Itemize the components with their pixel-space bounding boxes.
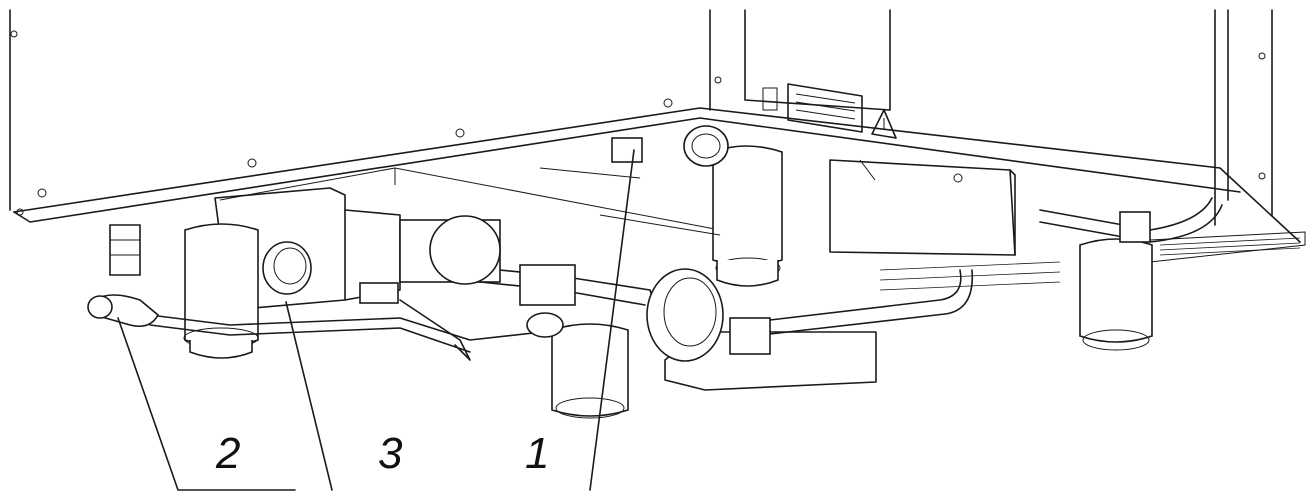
valve-cylinders xyxy=(183,125,1153,419)
leader-line-3 xyxy=(285,301,333,491)
leader-line-1 xyxy=(589,149,635,491)
callout-number-3: 3 xyxy=(378,429,403,478)
callout-number-2: 2 xyxy=(216,429,241,478)
leader-lines xyxy=(117,149,635,491)
piping xyxy=(87,137,1223,362)
callout-number-1: 1 xyxy=(525,429,550,478)
leader-line-2 xyxy=(117,317,296,491)
label-plate xyxy=(762,83,897,139)
base-plate xyxy=(13,98,1306,291)
